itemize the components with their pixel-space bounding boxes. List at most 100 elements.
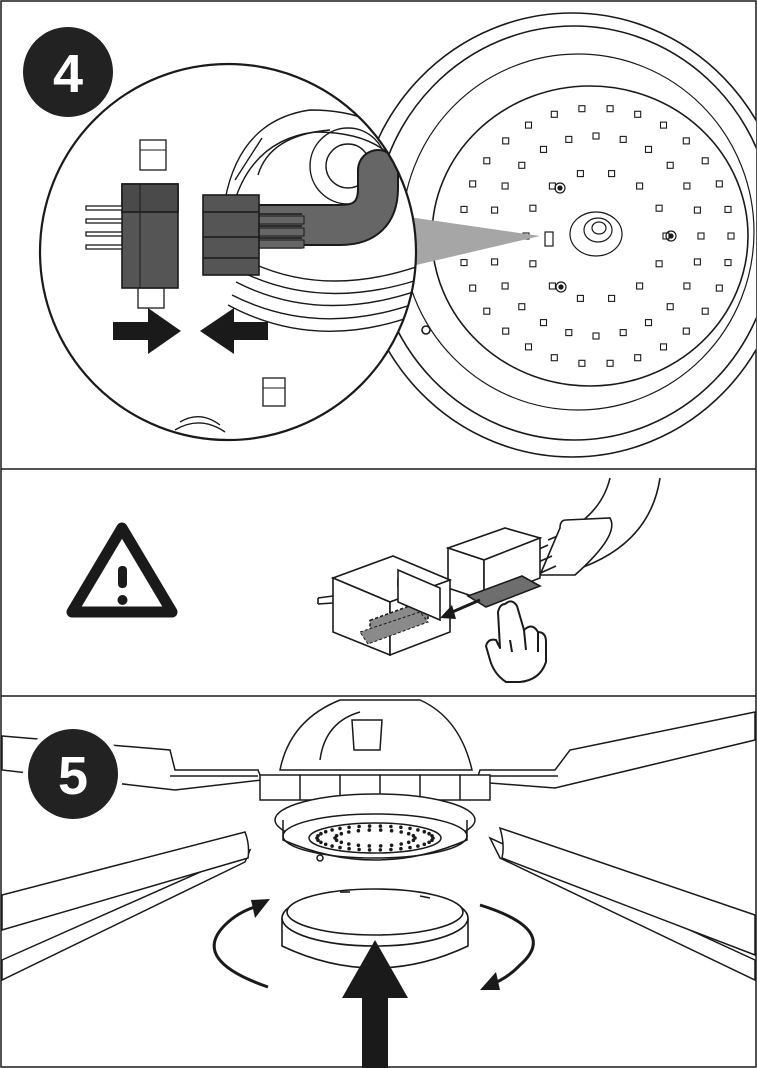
led-dot <box>548 282 556 290</box>
led-dot <box>683 182 691 190</box>
zoom-circle-content <box>85 64 416 433</box>
led-dot <box>592 332 600 340</box>
led-dot <box>606 105 614 113</box>
motor-housing <box>259 699 491 862</box>
motor-led-dot <box>334 833 339 838</box>
led-dot <box>502 327 510 335</box>
motor-led-dot <box>347 830 351 834</box>
motor-led-dot <box>389 828 394 833</box>
fixture-hub <box>544 182 677 293</box>
motor-led-dot <box>330 844 334 848</box>
motor-led-dot <box>422 829 427 834</box>
release-arrow-icon <box>440 598 481 619</box>
motor-led-dot <box>378 848 383 852</box>
led-dot <box>724 205 732 213</box>
motor-led-dot <box>399 830 404 834</box>
motor-led-dot <box>338 845 342 850</box>
motor-led-dot <box>378 824 383 828</box>
led-dot <box>524 121 533 129</box>
step-5-badge: 5 <box>23 724 123 824</box>
motor-led-dot <box>406 840 411 845</box>
led-dot <box>501 182 509 190</box>
motor-led-dot <box>330 828 334 832</box>
motor-led-dot <box>408 845 412 850</box>
led-dot <box>518 161 526 169</box>
motor-led-dot <box>367 828 372 832</box>
motor-led-dot <box>416 828 420 832</box>
led-dot <box>659 121 668 129</box>
led-dot <box>619 135 627 143</box>
motor-led-dot <box>378 844 383 848</box>
led-dot <box>529 204 537 212</box>
motor-led-dot <box>339 840 344 845</box>
motor-led-dot <box>367 844 372 848</box>
motor-led-dot <box>347 842 351 846</box>
led-dot <box>693 206 701 214</box>
motor-led-dot <box>430 834 434 838</box>
motor-led-dot <box>406 831 411 836</box>
motor-led-dot <box>399 842 404 846</box>
led-dot <box>655 260 663 268</box>
magnification-beam <box>395 215 540 266</box>
arrow-up-icon <box>342 940 408 1068</box>
led-dot <box>701 157 709 165</box>
motor-led-dot <box>411 838 416 843</box>
led-dot <box>634 354 642 362</box>
led-dot <box>608 170 616 178</box>
step-5-number: 5 <box>58 746 88 806</box>
led-dot <box>697 232 705 240</box>
motor-led-dot <box>399 825 403 830</box>
motor-led-dot <box>323 842 328 847</box>
motor-led-dot <box>356 843 361 848</box>
led-dot <box>502 137 510 145</box>
motor-led-dot <box>408 826 412 831</box>
latch-slot <box>359 611 429 645</box>
led-dot <box>501 282 509 290</box>
warning-connector-female <box>445 527 543 608</box>
motor-led-dot <box>399 846 403 851</box>
led-dot <box>666 303 674 311</box>
motor-led-dot <box>416 844 420 848</box>
led-dot <box>491 206 499 214</box>
led-dot <box>539 319 548 327</box>
motor-led-dot <box>389 847 393 852</box>
led-dot <box>460 205 468 213</box>
motor-led-dot <box>389 824 393 829</box>
zoom-circle-border <box>38 62 418 442</box>
led-dot <box>539 145 548 153</box>
led-dot <box>576 294 584 302</box>
led-dot <box>578 105 586 113</box>
motor-led-dot <box>357 847 361 852</box>
arrow-left-icon <box>200 308 268 354</box>
led-dot <box>592 132 600 140</box>
led-dot <box>644 319 653 327</box>
motor-led-dot <box>339 831 344 836</box>
led-dot <box>565 329 573 337</box>
release-tab <box>466 575 542 608</box>
led-dot <box>550 110 558 118</box>
led-dot <box>469 180 477 188</box>
led-dot <box>524 343 533 351</box>
step-4-badge: 4 <box>18 22 118 122</box>
led-dot <box>550 354 558 362</box>
led-dot <box>460 259 468 267</box>
led-dot <box>491 258 499 266</box>
led-dot <box>634 110 642 118</box>
motor-led-dot <box>367 824 372 828</box>
connector-female <box>202 194 260 276</box>
motor-led-dot <box>356 828 361 833</box>
led-dot <box>636 182 644 190</box>
led-dot <box>715 180 723 188</box>
led-dot <box>483 157 491 165</box>
led-dot <box>636 282 644 290</box>
cable-sheath <box>239 151 397 244</box>
warning-triangle-icon <box>66 522 178 618</box>
motor-led-dot <box>367 848 372 852</box>
led-dot <box>578 359 586 367</box>
led-dot <box>682 137 690 145</box>
mount-tab-bottom <box>262 377 286 407</box>
led-dot <box>724 259 732 267</box>
led-dot <box>701 307 709 315</box>
led-dot <box>619 329 627 337</box>
